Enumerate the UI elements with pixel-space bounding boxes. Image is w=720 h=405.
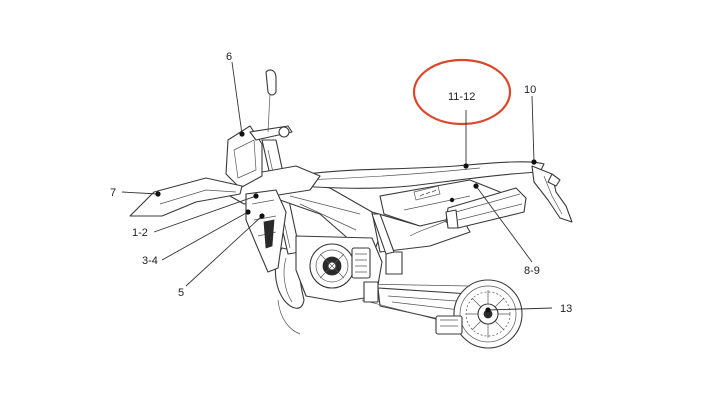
leader-lines <box>121 61 553 313</box>
callout-13: 13 <box>560 303 572 315</box>
callout-8-9: 8-9 <box>524 265 540 277</box>
front-number-plate <box>129 177 243 217</box>
rear-shock <box>371 213 395 255</box>
seat <box>295 161 545 189</box>
callout-3-4: 3-4 <box>142 255 158 267</box>
callout-11-12: 11-12 <box>448 91 475 103</box>
callout-6: 6 <box>226 51 232 63</box>
callout-7: 7 <box>110 187 116 199</box>
motorcycle-illustration <box>129 69 573 349</box>
mirror <box>265 69 277 96</box>
callout-labels: 6 7 1-2 3-4 5 11-12 10 8-9 13 <box>110 51 572 315</box>
highlight-circle <box>412 58 512 126</box>
callout-1-2: 1-2 <box>132 227 148 239</box>
engine <box>295 235 403 303</box>
callout-5: 5 <box>178 287 184 299</box>
callout-10: 10 <box>524 84 536 96</box>
rear-wheel-hub <box>453 279 523 349</box>
headlight-cowl <box>225 125 263 189</box>
